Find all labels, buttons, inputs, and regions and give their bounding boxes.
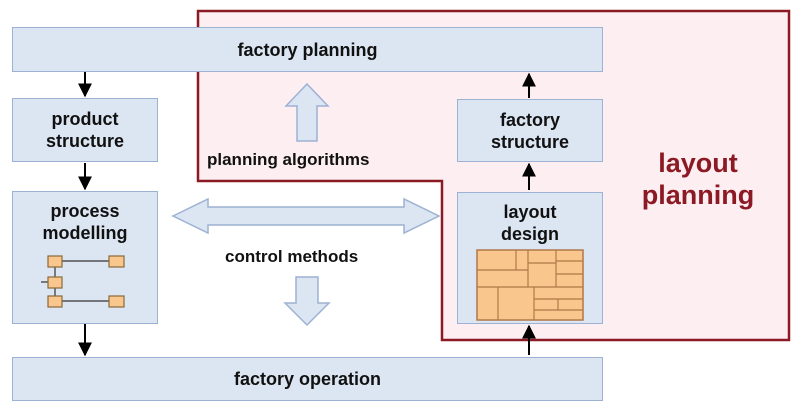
block-arrow-down: [283, 276, 331, 327]
factory-operation-box: factory operation: [12, 357, 603, 401]
factory-planning-box: factory planning: [12, 27, 603, 72]
block-arrow-double-horizontal: [171, 197, 441, 235]
process-flow-icon: [41, 255, 125, 308]
layout-design-label: layout design: [500, 202, 559, 244]
product-structure-box: product structure: [12, 98, 158, 162]
layout-planning-label: layout planning: [641, 148, 755, 210]
factory-structure-label: factory structure: [490, 109, 570, 152]
control-methods-label: control methods: [225, 247, 359, 266]
process-modelling-box: process modelling: [12, 191, 158, 324]
factory-planning-label: factory planning: [237, 39, 378, 60]
block-arrow-up: [284, 82, 330, 142]
factory-operation-label: factory operation: [233, 369, 382, 389]
layout-schematic-icon: [476, 249, 584, 321]
product-structure-label: product structure: [45, 109, 125, 151]
process-modelling-label: process modelling: [42, 201, 128, 243]
layout-planning-region: [196, 9, 791, 342]
factory-structure-box: factory structure: [457, 99, 603, 162]
planning-algorithms-label: planning algorithms: [207, 150, 370, 169]
